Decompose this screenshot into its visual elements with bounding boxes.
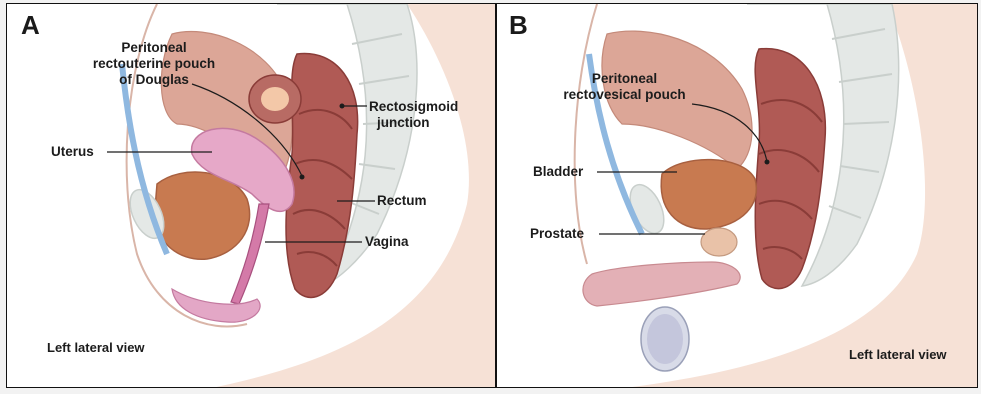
label-bladder: Bladder	[533, 164, 583, 180]
panel-a-female-pelvis: A Peritoneal rectouterine pouch of Dougl…	[7, 4, 497, 387]
label-vagina: Vagina	[365, 234, 409, 250]
panel-letter-b: B	[509, 12, 528, 38]
label-rectum: Rectum	[377, 193, 427, 209]
bladder	[661, 160, 756, 229]
label-prostate: Prostate	[530, 226, 584, 242]
perineum	[172, 289, 260, 322]
panel-b-male-pelvis: B Peritoneal rectovesical pouch Bladder …	[497, 4, 977, 387]
label-peritoneal-rectouterine-pouch: Peritoneal rectouterine pouch of Douglas	[79, 40, 229, 88]
male-pelvis-illustration	[497, 4, 977, 387]
panel-letter-a: A	[21, 12, 40, 38]
view-label-a: Left lateral view	[47, 340, 145, 355]
label-rectosigmoid-junction: Rectosigmoid junction	[369, 99, 458, 131]
prostate	[701, 228, 737, 256]
anatomy-figure: A Peritoneal rectouterine pouch of Dougl…	[6, 3, 978, 388]
label-uterus: Uterus	[51, 144, 94, 160]
label-peritoneal-rectovesical-pouch: Peritoneal rectovesical pouch	[537, 71, 712, 103]
abdomen-outline	[575, 4, 597, 264]
view-label-b: Left lateral view	[849, 347, 947, 362]
penis	[583, 262, 740, 306]
